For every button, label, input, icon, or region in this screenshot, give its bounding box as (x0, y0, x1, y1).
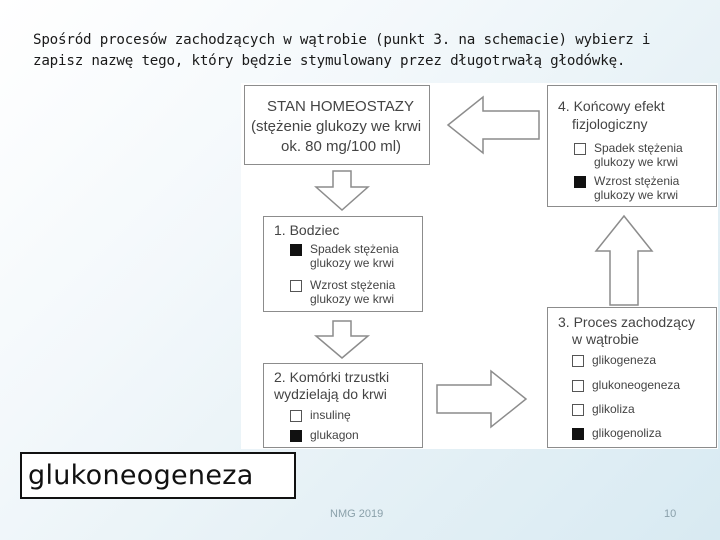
checkbox-empty-icon (572, 404, 584, 416)
checkbox-empty-icon (574, 143, 586, 155)
arrow-effect-to-homeostasis (446, 95, 540, 155)
page-number: 10 (664, 508, 677, 520)
option-label: insulinę (310, 408, 351, 422)
diagram-arrows (313, 95, 654, 429)
homeostasis-box: STAN HOMEOSTAZY (stężenie glukozy we krw… (244, 85, 430, 165)
arrow-pancreas-to-liver (436, 369, 528, 429)
liver-option-glikoliza: glikoliza (572, 402, 635, 416)
checkbox-empty-icon (572, 355, 584, 367)
checkbox-empty-icon (290, 410, 302, 422)
liver-box: 3. Proces zachodzący w wątrobie glikogen… (547, 307, 717, 448)
pancreas-option-insulin: insulinę (290, 408, 351, 422)
checkbox-checked-icon (290, 244, 302, 256)
arrow-homeostasis-to-stimulus (314, 170, 370, 212)
option-label: glukozy we krwi (594, 155, 679, 169)
option-label: Wzrost stężenia (310, 278, 396, 292)
homeostasis-line1: STAN HOMEOSTAZY (267, 98, 414, 115)
liver-title1: 3. Proces zachodzący (558, 314, 695, 330)
option-label: glukozy we krwi (310, 256, 395, 270)
checkbox-empty-icon (572, 380, 584, 392)
answer-box: glukoneogeneza (20, 452, 296, 499)
checkbox-empty-icon (290, 280, 302, 292)
effect-box: 4. Końcowy efekt fizjologiczny Spadek st… (547, 85, 717, 207)
pancreas-title1: 2. Komórki trzustki (274, 369, 390, 385)
option-label: glukozy we krwi (310, 292, 395, 306)
effect-title1: 4. Końcowy efekt (558, 98, 665, 114)
arrow-liver-to-effect (594, 214, 654, 306)
option-label: glukagon (310, 428, 359, 442)
option-label: glikogenoliza (592, 426, 662, 440)
effect-title2: fizjologiczny (572, 116, 648, 132)
pancreas-title2: wydzielają do krwi (274, 386, 387, 402)
checkbox-checked-icon (574, 176, 586, 188)
option-label: glukozy we krwi (594, 188, 679, 202)
option-label: Spadek stężenia (594, 141, 683, 155)
homeostasis-line2: (stężenie glukozy we krwi (251, 118, 422, 135)
liver-title2: w wątrobie (572, 331, 639, 347)
liver-option-glukoneogeneza: glukoneogeneza (572, 378, 680, 392)
footer-label: NMG 2019 (330, 508, 384, 520)
arrow-stimulus-to-pancreas (313, 320, 371, 359)
option-label: glukoneogeneza (592, 378, 681, 392)
pancreas-option-glucagon: glukagon (290, 428, 359, 442)
question-text: Spośród procesów zachodzących w wątrobie… (33, 32, 651, 69)
option-label: Spadek stężenia (310, 242, 399, 256)
pancreas-box: 2. Komórki trzustki wydzielają do krwi i… (263, 363, 423, 448)
option-label: glikoliza (592, 402, 635, 416)
stimulus-title: 1. Bodziec (274, 222, 340, 238)
option-label: Wzrost stężenia (594, 174, 680, 188)
liver-option-glikogenoliza: glikogenoliza (572, 426, 661, 440)
homeostasis-line3: ok. 80 mg/100 ml) (281, 138, 402, 155)
checkbox-checked-icon (290, 430, 302, 442)
option-label: glikogeneza (592, 353, 657, 367)
liver-option-glikogeneza: glikogeneza (572, 353, 656, 367)
checkbox-checked-icon (572, 428, 584, 440)
homeostasis-diagram: STAN HOMEOSTAZY (stężenie glukozy we krw… (241, 83, 718, 449)
